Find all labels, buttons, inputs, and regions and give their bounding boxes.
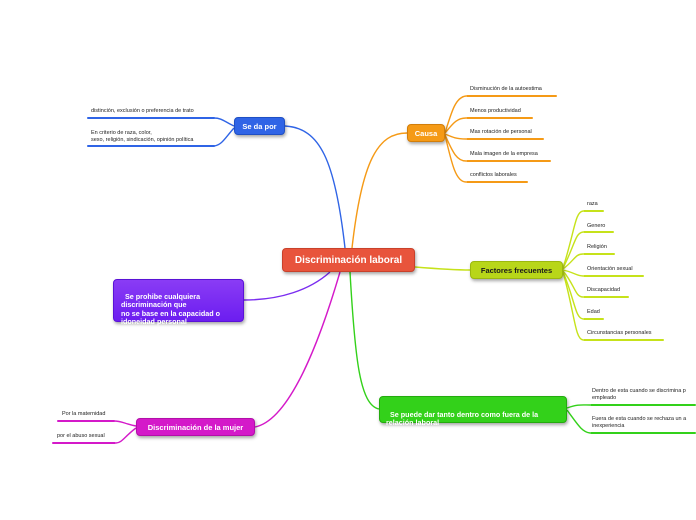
leaf-underline	[590, 432, 696, 434]
edge-se-da-por-leaf-1	[213, 117, 235, 127]
topic-causa-label: Causa	[414, 128, 438, 138]
leaf-factor-2[interactable]: Genero	[587, 223, 606, 229]
leaf-factor-4[interactable]: Orientación sexual	[587, 266, 633, 272]
leaf-underline	[583, 296, 629, 298]
topic-discriminacion-mujer[interactable]: Discriminación de la mujer	[136, 418, 255, 436]
edge-causa-leaf-4	[444, 134, 467, 162]
leaf-causa-2[interactable]: Menos productividad	[470, 108, 521, 114]
leaf-factor-1[interactable]: raza	[587, 201, 598, 207]
leaf-underline	[87, 145, 215, 147]
central-topic-label: Discriminación laboral	[294, 254, 403, 266]
edge-center-causa	[351, 132, 408, 249]
leaf-factor-7[interactable]: Circunstancias personales	[587, 330, 652, 336]
edge-factores-leaf-6	[562, 271, 584, 320]
edge-causa-leaf-5	[444, 134, 467, 183]
leaf-underline	[466, 95, 557, 97]
edge-factores-leaf-1	[562, 210, 584, 269]
leaf-underline	[583, 318, 604, 320]
edge-center-dentro-fuera	[349, 271, 380, 410]
leaf-dentro-fuera-1[interactable]: Dentro de esta cuando se discrimina p em…	[592, 388, 686, 401]
leaf-factor-5[interactable]: Discapacidad	[587, 287, 621, 293]
leaf-factor-6[interactable]: Edad	[587, 309, 600, 315]
central-topic[interactable]: Discriminación laboral	[282, 248, 415, 272]
leaf-underline	[466, 181, 528, 183]
edge-center-mujer	[254, 271, 341, 428]
topic-se-da-por[interactable]: Se da por	[234, 117, 285, 135]
topic-dentro-fuera[interactable]: Se puede dar tanto dentro como fuera de …	[379, 396, 567, 427]
edge-causa-leaf-3	[444, 133, 467, 140]
leaf-causa-3[interactable]: Mas rotación de personal	[470, 129, 532, 135]
edge-factores-leaf-2	[562, 231, 584, 269]
leaf-underline	[466, 138, 544, 140]
topic-se-prohibe-label: Se prohibe cualquiera discriminación que…	[121, 291, 221, 326]
leaf-mujer-1[interactable]: Por la maternidad	[62, 411, 106, 417]
edge-center-se-da-por	[284, 125, 346, 249]
leaf-underline	[583, 339, 664, 341]
edge-mujer-leaf-2	[115, 427, 137, 444]
topic-dentro-fuera-label: Se puede dar tanto dentro como fuera de …	[386, 409, 539, 427]
leaf-underline	[583, 210, 604, 212]
edge-center-factores	[414, 266, 471, 271]
leaf-underline	[466, 117, 533, 119]
topic-se-prohibe[interactable]: Se prohibe cualquiera discriminación que…	[113, 279, 244, 326]
leaf-mujer-2[interactable]: por el abuso sexual	[57, 433, 105, 439]
topic-factores-frecuentes-label: Factores frecuentes	[480, 265, 553, 275]
topic-causa[interactable]: Causa	[407, 124, 445, 142]
leaf-underline	[583, 275, 644, 277]
leaf-underline	[583, 231, 614, 233]
leaf-underline	[57, 420, 115, 422]
leaf-underline	[466, 160, 551, 162]
edge-se-da-por-leaf-2	[213, 127, 235, 147]
leaf-se-da-por-2[interactable]: En criterio de raza, color, sexo, religi…	[91, 130, 194, 143]
leaf-underline	[583, 253, 615, 255]
edge-causa-leaf-1	[444, 95, 467, 134]
topic-se-da-por-label: Se da por	[242, 121, 277, 131]
edge-factores-leaf-4	[562, 269, 584, 277]
edge-center-se-prohibe	[243, 271, 331, 301]
edge-dentro-fuera-leaf-1	[566, 404, 591, 409]
leaf-underline	[590, 404, 696, 406]
leaf-causa-5[interactable]: conflictos laborales	[470, 172, 517, 178]
leaf-underline	[52, 442, 116, 444]
leaf-causa-4[interactable]: Mala imagen de la empresa	[470, 151, 538, 157]
topic-factores-frecuentes[interactable]: Factores frecuentes	[470, 261, 563, 279]
topic-discriminacion-mujer-label: Discriminación de la mujer	[147, 422, 244, 432]
leaf-se-da-por-1[interactable]: distinción, exclusión o preferencia de t…	[91, 108, 194, 114]
edge-factores-leaf-5	[562, 270, 584, 298]
edge-dentro-fuera-leaf-2	[566, 409, 591, 434]
leaf-causa-1[interactable]: Disminución de la autoestima	[470, 86, 542, 92]
leaf-factor-3[interactable]: Religión	[587, 244, 607, 250]
edge-factores-leaf-3	[562, 253, 584, 270]
leaf-dentro-fuera-2[interactable]: Fuera de esta cuando se rechaza un a ine…	[592, 416, 687, 429]
edge-mujer-leaf-1	[113, 420, 137, 427]
leaf-underline	[87, 117, 215, 119]
edge-factores-leaf-7	[562, 271, 584, 341]
edge-causa-leaf-2	[444, 117, 467, 134]
